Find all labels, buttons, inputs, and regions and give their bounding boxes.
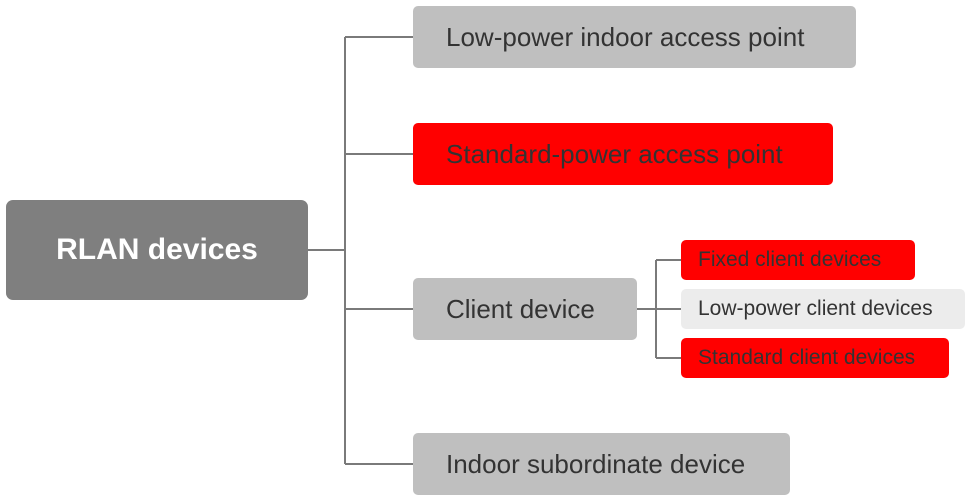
node-low-power-indoor-access-point: Low-power indoor access point xyxy=(413,6,856,68)
node-fixed-client-devices: Fixed client devices xyxy=(681,240,915,280)
node-low-power-client-devices: Low-power client devices xyxy=(681,289,965,329)
node-label: Client device xyxy=(446,293,595,324)
root-node: RLAN devices xyxy=(6,200,308,300)
node-client-device: Client device xyxy=(413,278,637,340)
node-label: Indoor subordinate device xyxy=(446,448,746,479)
node-label: Fixed client devices xyxy=(698,248,882,271)
node-label: Standard-power access point xyxy=(446,138,783,169)
node-standard-power-access-point: Standard-power access point xyxy=(413,123,833,185)
node-label: Low-power client devices xyxy=(698,297,933,320)
node-label: Low-power indoor access point xyxy=(446,21,805,52)
node-indoor-subordinate-device: Indoor subordinate device xyxy=(413,433,790,495)
root-node-label: RLAN devices xyxy=(56,233,258,266)
node-label: Standard client devices xyxy=(698,346,916,369)
node-standard-client-devices: Standard client devices xyxy=(681,338,949,378)
